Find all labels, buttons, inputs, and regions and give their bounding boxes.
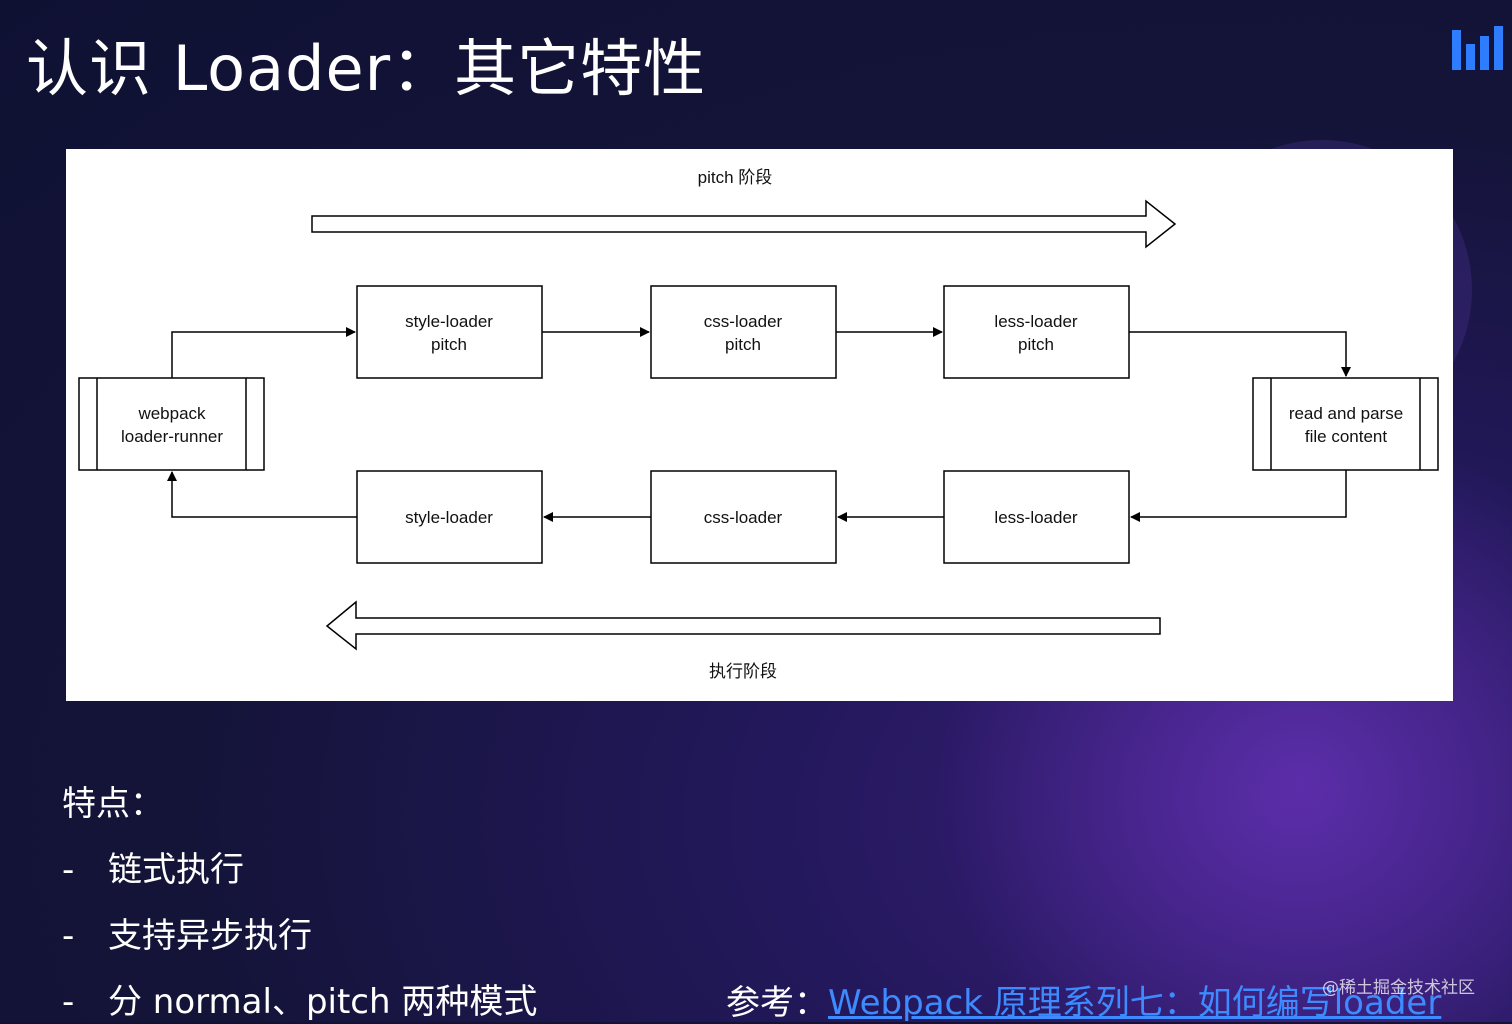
reference-prefix: 参考： [726,983,828,1023]
less-loader-box: less-loader [943,470,1130,564]
bullet-dash: - [62,916,75,956]
bullet-dash: - [62,850,75,890]
css-loader-pitch-box: css-loader pitch [650,285,837,379]
execution-phase-label: 执行阶段 [709,662,777,681]
read-parse-box: read and parse file content [1252,377,1439,471]
box-label: pitch [725,335,761,354]
box-label: style-loader [405,508,493,527]
brand-logo-icon [1452,26,1503,70]
box-label: css-loader [704,312,783,331]
reference-link[interactable]: Webpack 原理系列七：如何编写loader [828,983,1442,1023]
feature-text: 链式执行 [108,850,244,890]
box-label: pitch [1018,335,1054,354]
pitch-phase-label: pitch 阶段 [698,168,773,187]
feature-item: -分 normal、pitch 两种模式 [62,974,537,1023]
features-heading: 特点： [62,784,164,824]
feature-item: -支持异步执行 [62,908,312,957]
box-label: pitch [431,335,467,354]
slide-title: 认识 Loader：其它特性 [26,32,707,105]
bullet-dash: - [62,982,75,1022]
watermark: @稀土掘金技术社区 [1322,978,1475,998]
box-label: css-loader [704,508,783,527]
reader-label-1: read and parse [1289,404,1403,423]
less-loader-pitch-box: less-loader pitch [943,285,1130,379]
feature-text: 支持异步执行 [108,916,312,956]
reader-label-2: file content [1305,427,1387,446]
style-loader-pitch-box: style-loader pitch [356,285,543,379]
connector-arrow [171,327,356,378]
reference: 参考：Webpack 原理系列七：如何编写loader [726,975,1441,1024]
box-label: style-loader [405,312,493,331]
runner-label-1: webpack [137,404,206,423]
loader-flow-diagram: pitch 阶段 webpack loader-runner read and … [66,149,1453,701]
box-label: less-loader [994,312,1077,331]
feature-item: -链式执行 [62,842,244,891]
box-label: less-loader [994,508,1077,527]
connector-arrow [1130,470,1347,522]
runner-label-2: loader-runner [121,427,223,446]
feature-text: 分 normal、pitch 两种模式 [108,982,538,1022]
style-loader-box: style-loader [356,470,543,564]
execution-phase-arrow [325,600,1161,651]
runner-box: webpack loader-runner [78,377,265,471]
css-loader-box: css-loader [650,470,837,564]
connector-arrow [167,471,357,518]
connector-arrow [1129,331,1351,377]
pitch-phase-arrow [311,199,1177,249]
